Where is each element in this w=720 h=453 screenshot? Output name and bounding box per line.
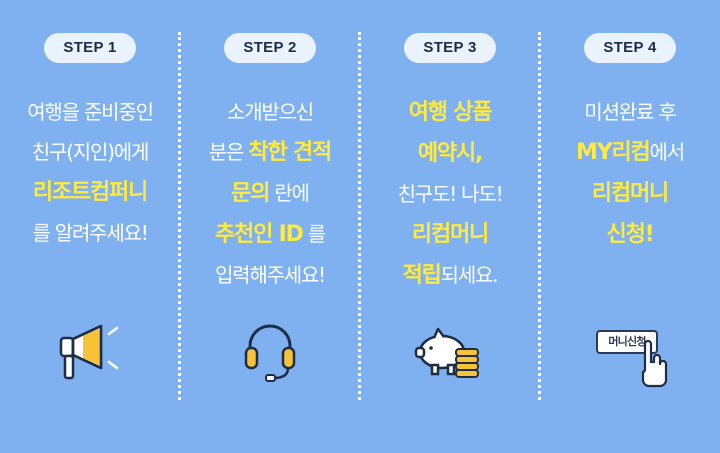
- highlight-text: 적립: [402, 263, 442, 288]
- text-line: 분은 착한 견적: [180, 132, 360, 173]
- text-span: 분은: [208, 140, 249, 164]
- step-badge: STEP 2: [224, 33, 316, 63]
- text-span: 친구도! 나도!: [397, 182, 504, 206]
- text-line: 리조트컴퍼니: [0, 172, 180, 213]
- highlight-text: 리컴머니: [591, 181, 669, 206]
- hand-pointer-icon: [641, 340, 668, 388]
- text-line: MY리컴에서: [540, 132, 720, 173]
- text-line: 문의 란에: [180, 173, 360, 214]
- headset-icon: [238, 318, 302, 388]
- text-line: 를 알려주세요!: [0, 213, 180, 253]
- text-line: 친구(지인)에게: [0, 132, 180, 172]
- text-line: 여행 상품: [360, 92, 540, 133]
- step-text: 여행을 준비중인 친구(지인)에게 리조트컴퍼니 를 알려주세요!: [0, 92, 180, 253]
- dotted-divider: [358, 32, 361, 400]
- text-span: 미션완료 후: [584, 100, 676, 124]
- text-line: 리컴머니: [360, 214, 540, 255]
- highlight-text: MY리컴: [576, 140, 651, 165]
- text-line: 소개받으신: [180, 92, 360, 132]
- text-span: 를: [302, 222, 326, 246]
- step-4: STEP 4 미션완료 후 MY리컴에서 리컴머니 신청! 머니신청: [540, 0, 720, 453]
- step-1: STEP 1 여행을 준비중인 친구(지인)에게 리조트컴퍼니 를 알려주세요!: [0, 0, 180, 453]
- step-text: 여행 상품 예약시, 친구도! 나도! 리컴머니 적립되세요.: [360, 92, 540, 296]
- megaphone-icon: [55, 318, 125, 388]
- text-span: 란에: [269, 181, 310, 205]
- step-text: 소개받으신 분은 착한 견적 문의 란에 추천인 ID 를 입력해주세요!: [180, 92, 360, 295]
- dotted-divider: [538, 32, 541, 400]
- apply-money-illustration: 머니신청: [596, 318, 676, 388]
- text-span: 친구(지인)에게: [31, 140, 150, 164]
- highlight-text: 예약시,: [417, 141, 483, 166]
- step-badge: STEP 1: [44, 33, 136, 63]
- text-span: 입력해주세요!: [214, 263, 326, 287]
- step-badge: STEP 3: [404, 33, 496, 63]
- highlight-text: 문의: [231, 181, 270, 206]
- highlight-text: 착한 견적: [248, 140, 332, 165]
- text-span: 여행을 준비중인: [27, 100, 154, 124]
- highlight-text: 신청!: [606, 222, 655, 247]
- text-span: 소개받으신: [227, 100, 314, 124]
- text-span: 에서: [649, 140, 686, 164]
- text-line: 추천인 ID 를: [180, 214, 360, 255]
- step-2: STEP 2 소개받으신 분은 착한 견적 문의 란에 추천인 ID 를 입력해…: [180, 0, 360, 453]
- text-line: 신청!: [540, 214, 720, 255]
- highlight-text: 리컴머니: [411, 222, 489, 247]
- highlight-text: 여행 상품: [408, 100, 493, 125]
- text-line: 미션완료 후: [540, 92, 720, 132]
- text-line: 여행을 준비중인: [0, 92, 180, 132]
- text-span: 를 알려주세요!: [32, 221, 148, 245]
- step-badge: STEP 4: [584, 33, 676, 63]
- step-text: 미션완료 후 MY리컴에서 리컴머니 신청!: [540, 92, 720, 255]
- dotted-divider: [178, 32, 181, 400]
- text-span: 되세요.: [440, 263, 499, 287]
- highlight-text: 리조트컴퍼니: [32, 180, 148, 205]
- text-line: 예약시,: [360, 133, 540, 174]
- text-line: 입력해주세요!: [180, 255, 360, 295]
- step-3: STEP 3 여행 상품 예약시, 친구도! 나도! 리컴머니 적립되세요.: [360, 0, 540, 453]
- text-line: 친구도! 나도!: [360, 174, 540, 214]
- text-line: 리컴머니: [540, 173, 720, 214]
- highlight-text: 추천인 ID: [215, 222, 304, 247]
- text-line: 적립되세요.: [360, 255, 540, 296]
- piggy-bank-coins-icon: [410, 318, 490, 388]
